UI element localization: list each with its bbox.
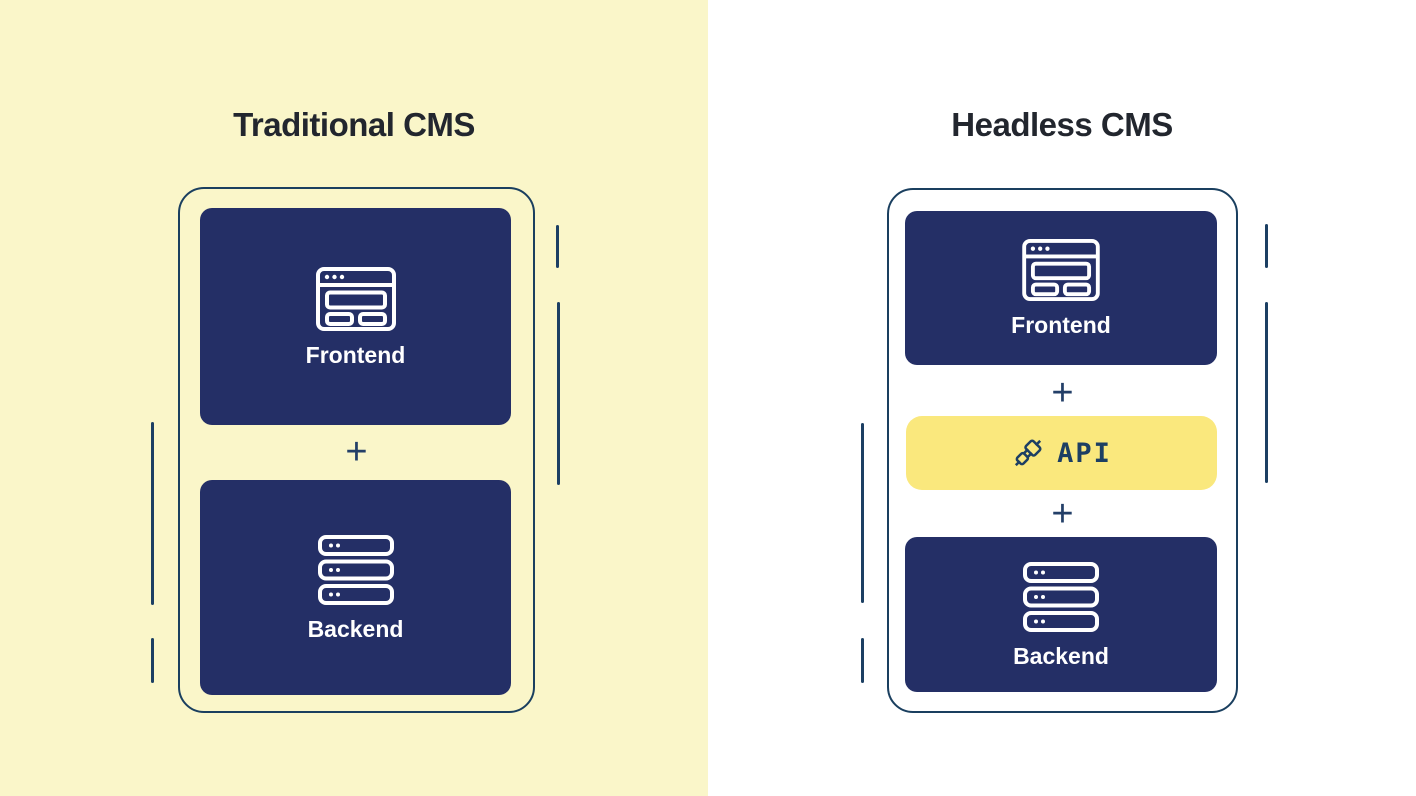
- backend-box: Backend: [200, 480, 511, 695]
- headless-cms-container: Frontend + API: [887, 188, 1238, 713]
- backend-label: Backend: [307, 615, 404, 642]
- server-icon: [317, 534, 394, 605]
- decor-line: [861, 423, 864, 603]
- decor-line: [1265, 302, 1268, 483]
- decor-line: [151, 638, 154, 683]
- frontend-label: Frontend: [305, 341, 406, 368]
- decor-line: [151, 422, 154, 605]
- browser-icon: [1021, 239, 1101, 301]
- headless-cms-panel: Headless CMS Frontend: [708, 0, 1416, 796]
- plus-connector-top: +: [1051, 372, 1074, 414]
- browser-icon: [315, 266, 396, 331]
- frontend-box: Frontend: [200, 208, 511, 425]
- traditional-cms-container: Frontend + Ba: [178, 187, 535, 713]
- backend-label: Backend: [1013, 642, 1109, 669]
- frontend-label: Frontend: [1011, 312, 1111, 338]
- server-icon: [1023, 561, 1099, 632]
- decor-line: [557, 302, 560, 485]
- traditional-cms-panel: Traditional CMS Frontend: [0, 0, 708, 796]
- plus-connector-bottom: +: [1051, 493, 1074, 535]
- api-label: API: [1057, 437, 1112, 469]
- frontend-box: Frontend: [905, 211, 1217, 365]
- decor-line: [861, 638, 864, 683]
- backend-box: Backend: [905, 537, 1217, 692]
- api-pill: API: [906, 416, 1217, 490]
- decor-line: [1265, 224, 1268, 268]
- traditional-cms-title: Traditional CMS: [233, 106, 475, 143]
- decor-line: [556, 225, 559, 268]
- headless-cms-title: Headless CMS: [951, 106, 1173, 143]
- plus-connector: +: [345, 431, 368, 473]
- plug-icon: [1011, 436, 1045, 470]
